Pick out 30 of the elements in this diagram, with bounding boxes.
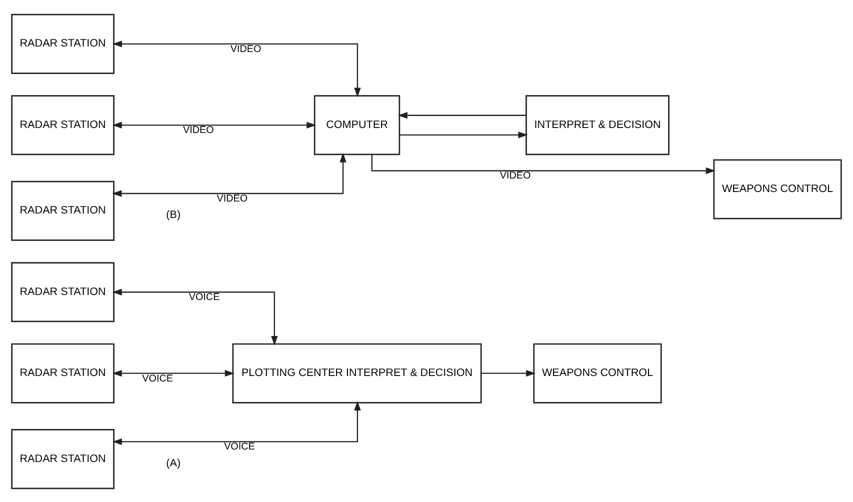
- edge-label: VIDEO: [183, 124, 214, 136]
- arrow: [112, 288, 278, 346]
- edge-label: VIDEO: [216, 192, 248, 204]
- edge-label: VOICE: [224, 441, 255, 452]
- arrow: [112, 369, 234, 376]
- label: (A): [166, 456, 181, 469]
- node-box: WEAPONS CONTROL: [533, 342, 662, 403]
- arrow: [481, 369, 536, 376]
- edge-label: VIDEO: [230, 43, 262, 54]
- node-box: RADAR STATION: [11, 428, 114, 489]
- edge-label: VIDEO: [500, 170, 531, 182]
- node-box: PLOTTING CENTER INTERPRET & DECISION: [232, 342, 482, 403]
- arrow: [112, 400, 361, 445]
- arrow: [399, 131, 528, 138]
- edge-label: VOICE: [142, 372, 173, 384]
- node-box: RADAR STATION: [11, 94, 114, 155]
- arrow: [112, 40, 361, 97]
- node-box: COMPUTER: [314, 94, 400, 155]
- node-box: RADAR STATION: [11, 342, 114, 403]
- arrow: [371, 154, 716, 174]
- edge-label: VOICE: [188, 292, 220, 303]
- arrow: [112, 121, 316, 128]
- node-box: RADAR STATION: [11, 262, 114, 322]
- node-box: RADAR STATION: [11, 13, 114, 74]
- node-box: RADAR STATION: [11, 180, 114, 240]
- node-box: WEAPONS CONTROL: [713, 158, 842, 219]
- label: (B): [166, 208, 181, 221]
- arrow: [112, 152, 346, 196]
- node-box: INTERPRET & DECISION: [526, 94, 670, 155]
- arrow: [398, 112, 526, 118]
